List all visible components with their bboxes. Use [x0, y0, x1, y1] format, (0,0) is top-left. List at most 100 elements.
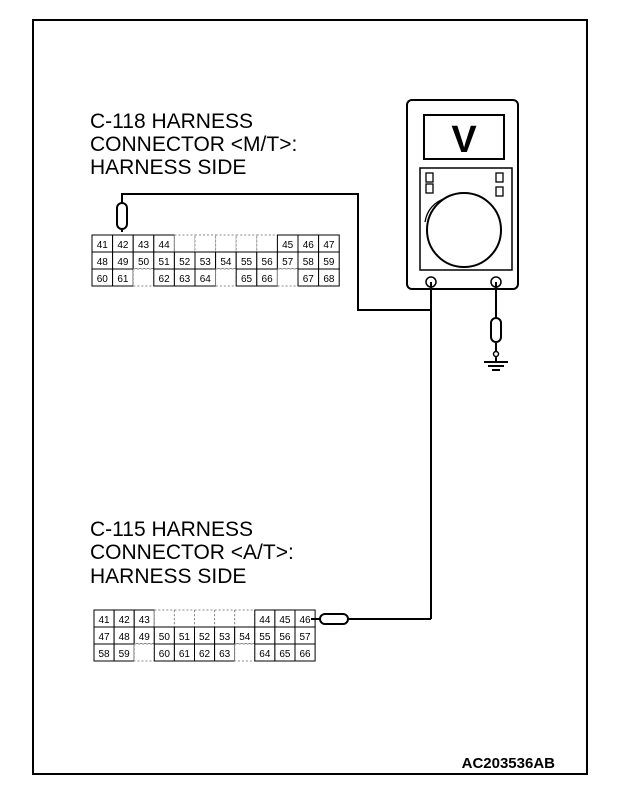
connector-bottom-pin-label: 64	[259, 649, 271, 660]
connector-bottom-pin-label: 51	[179, 632, 191, 643]
connector-top-pin-51: 51	[153, 251, 175, 270]
connector-bottom-pin-62: 62	[194, 643, 216, 662]
connector-top-pin-label: 50	[138, 257, 150, 268]
connector-top-title-line-1: C-118 HARNESS	[90, 110, 253, 133]
connector-bottom-pin-label: 45	[279, 615, 291, 626]
ground-icon	[484, 361, 508, 371]
probe-bottom-connector	[311, 613, 349, 625]
connector-bottom-pin-label: 63	[219, 649, 231, 660]
diagram-frame	[32, 19, 588, 775]
connector-bottom-pin-50: 50	[153, 626, 175, 645]
connector-top-pin-label: 45	[282, 240, 294, 251]
connector-bottom-pin-56: 56	[274, 626, 296, 645]
connector-top-pin-41: 41	[91, 234, 114, 253]
connector-top-pin-62: 62	[153, 268, 175, 287]
connector-top-blank-cell	[173, 234, 196, 253]
connector-top-pin-label: 48	[97, 257, 109, 268]
connector-bottom-blank-cell	[133, 643, 155, 662]
connector-bottom-pin-label: 65	[279, 649, 291, 660]
connector-bottom-pin-label: 57	[299, 632, 311, 643]
connector-bottom-pin-64: 64	[254, 643, 276, 662]
connector-bottom-pin-47: 47	[93, 626, 115, 645]
figure-code: AC203536AB	[462, 755, 556, 772]
connector-bottom-pin-55: 55	[254, 626, 276, 645]
connector-top-title: C-118 HARNESS CONNECTOR <M/T>: HARNESS S…	[90, 110, 297, 179]
connector-bottom-title-line-1: C-115 HARNESS	[90, 518, 253, 541]
multimeter-button-left-1	[425, 172, 434, 183]
connector-top-pin-label: 68	[323, 274, 335, 285]
connector-top-pin-53: 53	[194, 251, 217, 270]
connector-top-pin-label: 51	[159, 257, 171, 268]
connector-top-blank-cell	[276, 268, 299, 287]
connector-top-pin-label: 46	[303, 240, 315, 251]
connector-bottom-pin-label: 60	[159, 649, 171, 660]
connector-bottom-pin-52: 52	[194, 626, 216, 645]
multimeter: V	[406, 99, 519, 290]
connector-bottom-pin-label: 41	[98, 615, 110, 626]
connector-bottom-blank-cell	[153, 609, 175, 628]
connector-top-pin-label: 58	[303, 257, 315, 268]
connector-top-blank-cell	[215, 268, 237, 287]
multimeter-button-right-2	[495, 186, 504, 197]
connector-bottom-pin-43: 43	[133, 609, 155, 628]
connector-top-pin-label: 44	[159, 240, 171, 251]
connector-bottom-pin-41: 41	[93, 609, 115, 628]
probe-top-connector	[116, 202, 128, 230]
connector-bottom-pin-65: 65	[274, 643, 296, 662]
connector-top-pin-58: 58	[297, 251, 320, 270]
connector-top-blank-cell	[132, 268, 155, 287]
connector-bottom-title-line-3: HARNESS SIDE	[90, 565, 246, 588]
connector-top-pin-48: 48	[91, 251, 114, 270]
connector-top-pin-42: 42	[112, 234, 134, 253]
connector-top-pin-55: 55	[235, 251, 258, 270]
connector-top-pin-label: 43	[138, 240, 150, 251]
multimeter-display-symbol: V	[451, 119, 477, 161]
connector-bottom-pin-label: 58	[98, 649, 110, 660]
connector-bottom-pin-49: 49	[133, 626, 155, 645]
connector-top-pin-50: 50	[132, 251, 155, 270]
connector-top-pin-54: 54	[215, 251, 237, 270]
connector-bottom-pin-59: 59	[113, 643, 135, 662]
connector-top-pin-65: 65	[235, 268, 258, 287]
connector-top-pin-49: 49	[112, 251, 134, 270]
connector-top-pin-label: 49	[117, 257, 129, 268]
connector-bottom-pin-label: 53	[219, 632, 231, 643]
connector-bottom-pin-label: 62	[199, 649, 211, 660]
connector-bottom-blank-cell	[194, 609, 216, 628]
connector-bottom-pin-48: 48	[113, 626, 135, 645]
connector-top-pin-43: 43	[132, 234, 155, 253]
multimeter-button-left-2	[425, 183, 434, 194]
connector-bottom-pin-60: 60	[153, 643, 175, 662]
multimeter-dial	[426, 192, 502, 268]
connector-top-pin-label: 57	[282, 257, 294, 268]
connector-bottom-blank-cell	[234, 643, 256, 662]
connector-bottom-pin-label: 55	[259, 632, 271, 643]
connector-top-pin-label: 62	[159, 274, 171, 285]
connector-top-pin-label: 67	[303, 274, 315, 285]
connector-bottom-pin-51: 51	[173, 626, 195, 645]
connector-top-title-line-2: CONNECTOR <M/T>:	[90, 133, 297, 156]
connector-top-blank-cell	[194, 234, 217, 253]
connector-top-pin-68: 68	[318, 268, 340, 287]
connector-top-pin-57: 57	[276, 251, 299, 270]
connector-bottom-pin-label: 47	[98, 632, 110, 643]
connector-top-pin-63: 63	[173, 268, 196, 287]
connector-top-pin-46: 46	[297, 234, 320, 253]
connector-bottom-pin-label: 61	[179, 649, 191, 660]
connector-bottom-pin-label: 52	[199, 632, 211, 643]
connector-bottom-pin-57: 57	[294, 626, 316, 645]
connector-bottom-title-line-2: CONNECTOR <A/T>:	[90, 541, 294, 564]
connector-top-pin-label: 63	[179, 274, 191, 285]
connector-bottom-blank-cell	[214, 609, 236, 628]
connector-top-pin-label: 66	[262, 274, 274, 285]
connector-bottom-pin-label: 48	[119, 632, 131, 643]
connector-top-pin-59: 59	[318, 251, 340, 270]
connector-bottom-pin-44: 44	[254, 609, 276, 628]
connector-bottom-pin-66: 66	[294, 643, 316, 662]
connector-bottom-pin-label: 56	[279, 632, 291, 643]
connector-top-pin-label: 47	[323, 240, 335, 251]
connector-top-pin-64: 64	[194, 268, 217, 287]
